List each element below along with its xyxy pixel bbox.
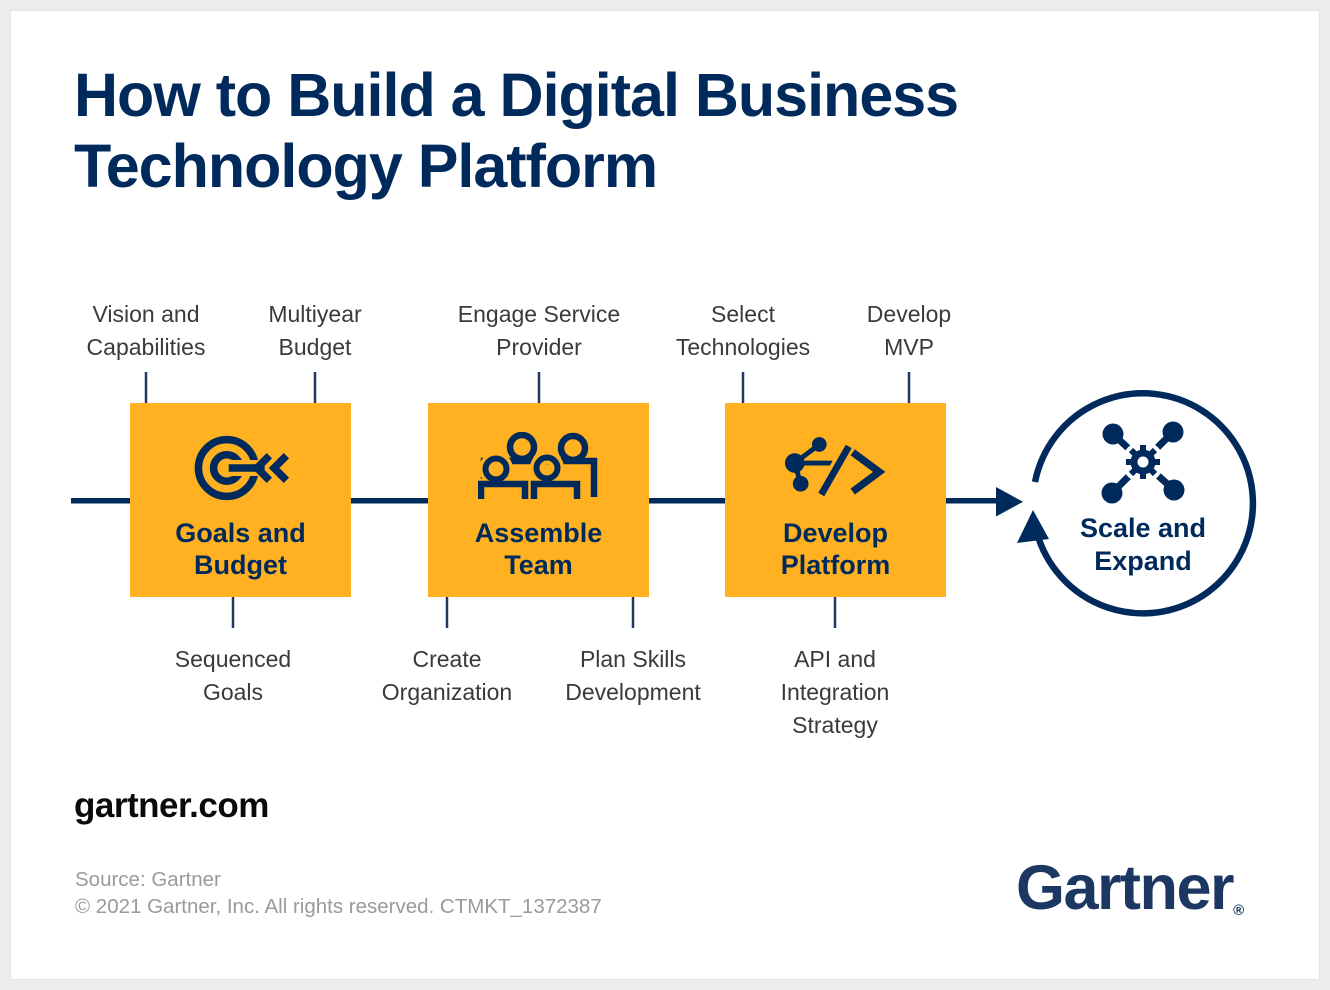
cycle-arrowhead-icon <box>1017 510 1049 543</box>
input-label-develop-mvp: Develop MVP <box>866 301 952 360</box>
step-box-assemble-team: Assemble Team <box>428 403 649 597</box>
gartner-logo-text: Gartner <box>1016 853 1235 923</box>
gear-network-icon <box>1098 417 1188 512</box>
gartner-logo: Gartner® <box>1016 852 1244 924</box>
step-box-develop-platform: Develop Platform <box>725 403 946 597</box>
output-label-create-organization: Create Organization <box>381 646 513 705</box>
input-label-multiyear-budget: Multiyear Budget <box>268 301 362 360</box>
step-label: Goals and Budget <box>175 518 306 580</box>
bottom-ticks <box>231 597 837 628</box>
step-label: Develop Platform <box>780 518 891 580</box>
input-label-vision-capabilities: Vision and Capabilities <box>86 301 206 360</box>
output-label-sequenced-goals: Sequenced Goals <box>174 646 292 705</box>
source-line: Source: Gartner <box>75 868 221 891</box>
source-note: Source: Gartner © 2021 Gartner, Inc. All… <box>75 866 602 920</box>
gartner-site-text: gartner.com <box>74 786 269 825</box>
step-label: Assemble Team <box>474 518 603 580</box>
target-arrow-icon <box>189 427 293 509</box>
input-label-engage-service-provider: Engage Service Provider <box>457 301 621 360</box>
input-label-select-technologies: Select Technologies <box>675 301 811 360</box>
team-icon <box>477 427 600 509</box>
code-nodes-icon <box>782 427 890 509</box>
top-ticks <box>144 372 911 403</box>
output-label-api-integration-strategy: API and Integration Strategy <box>780 646 890 738</box>
page-title: How to Build a Digital Business Technolo… <box>74 61 959 200</box>
copyright-line: © 2021 Gartner, Inc. All rights reserved… <box>75 895 602 918</box>
output-label-plan-skills-development: Plan Skills Development <box>565 646 701 705</box>
cycle-ring <box>1031 390 1257 617</box>
flow-arrowhead-icon <box>996 487 1023 517</box>
cycle-label: Scale and Expand <box>1079 513 1207 576</box>
step-box-goals-and-budget: Goals and Budget <box>130 403 351 597</box>
registered-mark: ® <box>1233 902 1245 919</box>
